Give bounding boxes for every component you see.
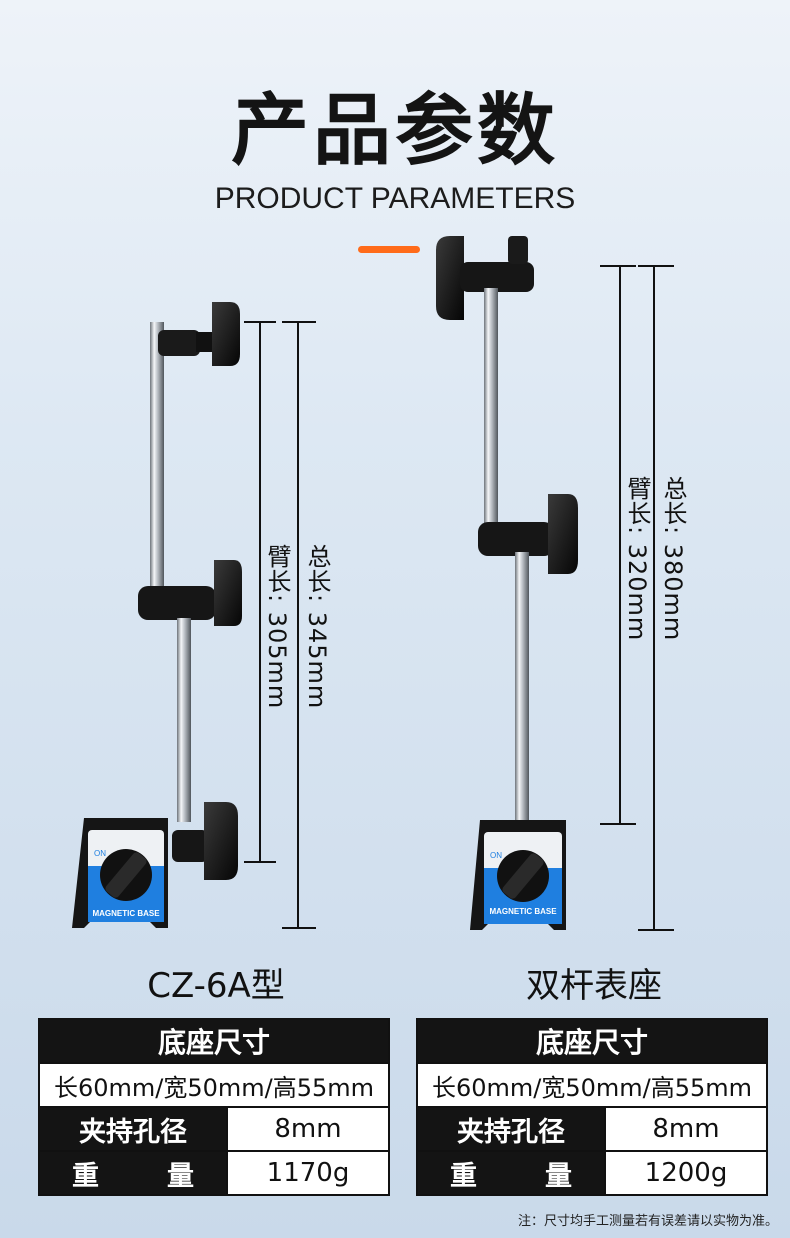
cz6a-table-header: 底座尺寸 — [38, 1018, 390, 1064]
double-rod-hole-value: 8mm — [604, 1106, 768, 1152]
double-rod-weight-label-b: 量 — [545, 1160, 572, 1192]
cz6a-hole-value: 8mm — [226, 1106, 390, 1152]
page-title-cn: 产品参数 — [230, 86, 559, 176]
cz6a-weight-label: 重 量 — [38, 1150, 228, 1196]
double-rod-weight-label: 重 量 — [416, 1150, 606, 1196]
double-rod-model-name: 双杆表座 — [526, 966, 662, 1006]
cz6a-weight-value: 1170g — [226, 1150, 390, 1196]
double-rod-spec-table: 底座尺寸 长60mm/宽50mm/高55mm 夹持孔径 8mm 重 量 1200… — [416, 1018, 768, 1196]
double-rod-middle-clamp — [478, 522, 554, 556]
cz6a-switch-label: ON — [94, 849, 106, 858]
double-rod-weight-value: 1200g — [604, 1150, 768, 1196]
product-illustrations: ON MAGNETIC BASE — [72, 236, 674, 931]
double-rod-top-knob — [436, 236, 464, 320]
cz6a-lower-rod — [177, 618, 191, 822]
double-rod-base-size: 长60mm/宽50mm/高55mm — [416, 1062, 768, 1108]
cz6a-magnetic-base: ON MAGNETIC BASE — [72, 818, 168, 928]
double-rod-base-label: MAGNETIC BASE — [489, 907, 557, 916]
double-rod-stand: ON MAGNETIC BASE — [436, 236, 674, 931]
cz6a-weight-label-b: 量 — [167, 1160, 194, 1192]
double-rod-table-header: 底座尺寸 — [416, 1018, 768, 1064]
cz6a-top-knob — [212, 302, 240, 366]
cz6a-middle-clamp — [138, 586, 216, 620]
double-rod-hole-label: 夹持孔径 — [416, 1106, 606, 1152]
double-rod-switch-label: ON — [490, 851, 502, 860]
cz6a-middle-knob — [214, 560, 242, 626]
cz6a-arm-length-label: 臂长: 305mm — [263, 544, 291, 710]
cz6a-hole-label: 夹持孔径 — [38, 1106, 228, 1152]
double-rod-upper-rod — [484, 288, 498, 536]
cz6a-base-size: 长60mm/宽50mm/高55mm — [38, 1062, 390, 1108]
double-rod-magnetic-base: ON MAGNETIC BASE — [470, 820, 566, 930]
cz6a-stand: ON MAGNETIC BASE — [72, 302, 316, 929]
cz6a-spec-table: 底座尺寸 长60mm/宽50mm/高55mm 夹持孔径 8mm 重 量 1170… — [38, 1018, 390, 1196]
double-rod-middle-knob — [548, 494, 578, 574]
page-title-en: PRODUCT PARAMETERS — [214, 182, 576, 215]
cz6a-model-name: CZ-6A型 — [147, 966, 285, 1006]
double-rod-total-length-label: 总长: 380mm — [659, 476, 687, 642]
cz6a-upper-rod — [150, 322, 164, 618]
cz6a-total-length-label: 总长: 345mm — [303, 544, 331, 710]
cz6a-dimension-lines — [244, 321, 316, 929]
double-rod-lower-rod — [515, 552, 529, 824]
cz6a-base-label: MAGNETIC BASE — [92, 909, 160, 918]
double-rod-weight-label-a: 重 — [450, 1160, 477, 1192]
double-rod-dimension-lines — [600, 265, 674, 931]
accent-bar — [358, 246, 420, 253]
cz6a-top-clamp — [158, 330, 200, 356]
cz6a-bottom-knob — [204, 802, 238, 880]
footnote: 注：尺寸均手工测量若有误差请以实物为准。 — [517, 1214, 778, 1229]
cz6a-weight-label-a: 重 — [72, 1160, 99, 1192]
double-rod-arm-length-label: 臂长: 320mm — [623, 476, 651, 642]
